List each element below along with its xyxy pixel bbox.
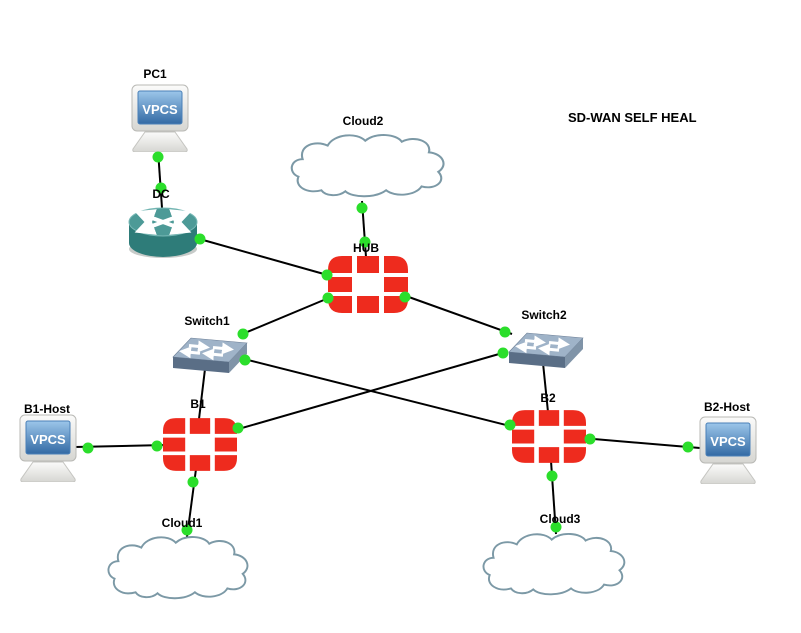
router-icon	[128, 207, 198, 258]
link-b1host-b1[interactable]	[74, 444, 167, 448]
vpcs-screen-text: VPCS	[30, 432, 66, 447]
link-switch1-b1[interactable]	[198, 368, 206, 420]
node-switch1[interactable]	[170, 330, 248, 374]
node-cloud3[interactable]	[480, 531, 635, 598]
node-label-b1: B1	[190, 397, 206, 411]
node-label-cloud2: Cloud2	[342, 114, 384, 128]
cloud-icon	[107, 536, 249, 600]
node-label-pc1: PC1	[143, 67, 167, 81]
cloud-icon	[482, 533, 626, 596]
node-pc1[interactable]: VPCS	[129, 84, 191, 152]
node-label-dc: DC	[152, 187, 170, 201]
vpcs-computer-icon: VPCS	[699, 416, 757, 484]
link-hub-switch1[interactable]	[239, 296, 332, 336]
node-hub[interactable]	[328, 256, 408, 313]
cloud-icon	[290, 134, 445, 198]
node-label-hub: HUB	[353, 241, 379, 255]
node-label-cloud3: Cloud3	[539, 512, 581, 526]
node-label-b1host: B1-Host	[23, 402, 71, 416]
vpcs-computer-icon: VPCS	[19, 414, 77, 482]
diagram-title: SD-WAN SELF HEAL	[568, 110, 697, 125]
ethernet-switch-icon	[508, 332, 584, 368]
node-dc[interactable]	[127, 205, 199, 259]
firewall-icon	[328, 256, 408, 313]
firewall-icon	[512, 410, 586, 463]
vpcs-computer-icon: VPCS	[131, 84, 189, 152]
node-label-b2host: B2-Host	[703, 400, 751, 414]
link-hub-switch2[interactable]	[405, 295, 513, 335]
vpcs-screen-text: VPCS	[142, 102, 178, 117]
node-b1[interactable]	[163, 418, 237, 471]
node-b1host[interactable]: VPCS	[17, 414, 79, 482]
node-cloud2[interactable]	[288, 132, 455, 200]
firewall-icon	[163, 418, 237, 471]
link-b2-b2host[interactable]	[581, 437, 701, 449]
vpcs-screen-text: VPCS	[710, 434, 746, 449]
node-b2[interactable]	[512, 410, 586, 463]
node-b2host[interactable]: VPCS	[696, 416, 760, 484]
node-switch2[interactable]	[506, 325, 584, 369]
link-switch2-b2[interactable]	[542, 362, 549, 413]
node-label-b2: B2	[540, 391, 556, 405]
node-label-switch1: Switch1	[184, 314, 230, 328]
node-cloud1[interactable]	[105, 534, 258, 602]
link-switch2-b1[interactable]	[234, 351, 507, 431]
ethernet-switch-icon	[172, 337, 248, 373]
link-switch1-b2[interactable]	[243, 358, 515, 428]
node-label-switch2: Switch2	[521, 308, 567, 322]
node-label-cloud1: Cloud1	[161, 516, 203, 530]
link-dc-hub[interactable]	[195, 237, 332, 277]
